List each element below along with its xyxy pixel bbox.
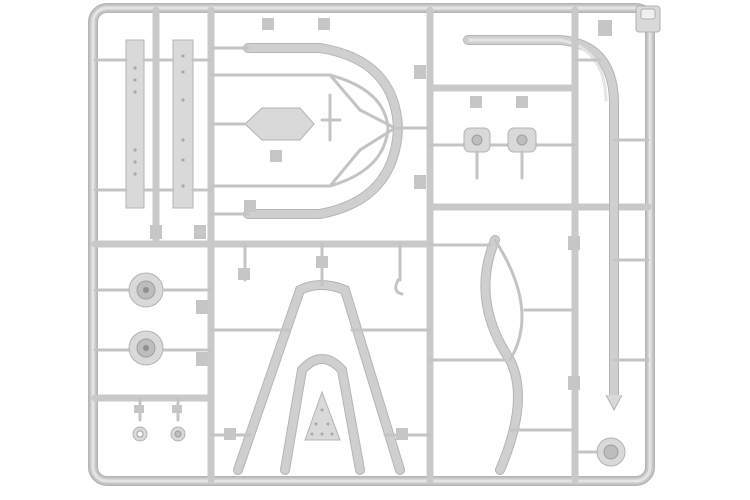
hinge-brackets <box>428 96 577 180</box>
curved-tube-part <box>463 6 650 412</box>
curved-strut-part <box>428 203 626 484</box>
rail-parts <box>93 6 213 244</box>
d-frame-part <box>209 18 432 219</box>
wheel-hubs <box>93 272 213 366</box>
a-frame-part <box>209 242 432 475</box>
small-rings <box>132 396 186 442</box>
